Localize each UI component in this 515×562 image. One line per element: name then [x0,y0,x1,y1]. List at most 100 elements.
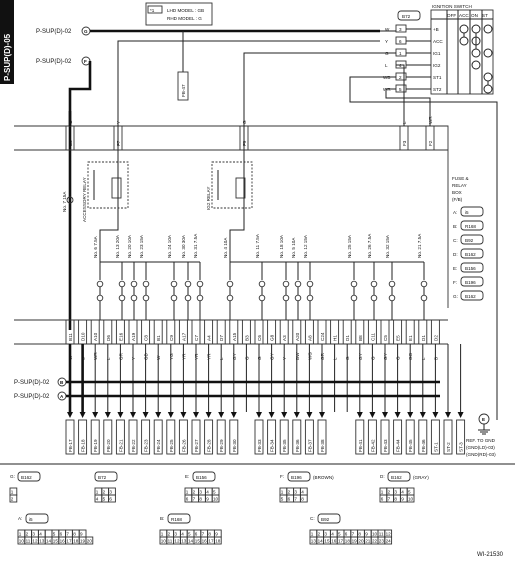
conn-5-pin: 7 [66,532,69,537]
fuse-conn-box-5 [460,276,484,287]
dest-box-6 [141,419,151,455]
conn-7-pin: 23 [379,539,385,544]
fuse-label-8: No. 11 7.5A [255,233,260,258]
ig-pin-5: 5 [399,87,402,92]
bottom-pin-23: B8 [358,335,363,341]
conn-5-pin: 13 [39,539,45,544]
conn-7-pin: 7 [352,532,355,537]
fuse-label-7: No. 4 10A [223,237,228,258]
conn-7-pin: 19 [352,539,358,544]
conn-7-pin: 20 [358,539,364,544]
conn-1-pin: 2 [103,490,106,495]
conn-name-5: i5 [29,517,33,522]
conn-1-pin: 3 [109,490,112,495]
conn-2-pin: 5 [213,490,216,495]
conn-5-pin: 8 [73,532,76,537]
dest-10: FB-27 [194,439,199,452]
conn-2-pin: 1 [186,490,189,495]
conn-6-pin: 13 [181,539,187,544]
bottom-pin-18: A20 [295,332,300,341]
conn-5-pin: 14 [46,539,52,544]
ref-gnd-3: (GND(RD)-03) [466,452,496,457]
conn-5-pin: 3 [32,532,35,537]
dest-13: FB-30 [232,439,237,452]
conn-4-pin: 2 [388,490,391,495]
ig-pin-2: 1 [399,51,402,56]
conn-name-box-0 [17,471,41,482]
main-fuse-label: No. 7 15A [62,191,67,212]
dest-box-26 [393,419,403,455]
conn-5-pin: 18 [73,539,79,544]
dest-8: FB-25 [169,439,174,452]
fuse-conn-key-4: E: [453,266,457,271]
dest-3: FB-20 [106,439,111,452]
fuse-label-11: No. 12 15A [303,234,308,258]
dest-16: FB-34 [270,439,275,452]
conn-title-3: F: [280,474,284,479]
conn-title-6: B: [160,516,164,521]
dest-0: FB-17 [68,439,73,452]
conn-5-pin: 20 [87,539,93,544]
fuse-5 [184,280,192,288]
dest-box-23 [355,419,365,455]
conn-5-pin: 15 [53,539,59,544]
dest-7: FB-24 [156,439,161,452]
conn-7-pin: 10 [372,532,378,537]
dest-box-4 [115,419,125,455]
conn-7-pin: 24 [386,539,392,544]
dest-box-18 [292,419,302,455]
fuse-6 [196,280,204,288]
fuse-conn-box-1 [460,220,484,231]
dest-box-25 [380,419,390,455]
conn-7-pin: 6 [345,532,348,537]
conn-6-pin: 9 [215,532,218,537]
ig2-relay-box [211,161,253,209]
conn-5-pin: 9 [80,532,83,537]
conn-3-pin: 7 [294,497,297,502]
conn-4-pin: 9 [401,497,404,502]
conn-7-pin: 14 [318,539,324,544]
fuse-2 [130,280,138,288]
bottom-pin-28: D1 [421,335,426,341]
fuse-conn-key-0: A: [453,210,457,215]
bottom-pin-4: E16 [118,332,123,341]
dest-4: FB-21 [118,439,123,452]
dest-25: FB-43 [383,439,388,452]
ignition-connector: B72 [402,14,411,19]
fuse-conn-name-3: B162 [465,252,476,257]
conn-5-pin: 10 [19,539,25,544]
accessory-relay-box [87,161,129,209]
ignition-title: IGNITION SWITCH [432,4,472,9]
bottom-pin-9: A17 [181,332,186,341]
conn-0-pin: 1 [11,490,14,495]
model-note-line-1: LHD MODEL : GB [167,8,204,13]
ig-term-2: IG1 [433,51,441,56]
conn-7-pin: 1 [311,532,314,537]
conn-suffix-3: (BROWN) [313,475,334,480]
ref-gnd-2: (GND(LD)-03) [466,445,495,450]
conn-4-cell [406,494,415,503]
fuse-conn-box-3 [460,248,484,259]
dest-box-13 [229,419,239,455]
conn-5-pin: 16 [60,539,66,544]
conn-7-pin: 17 [338,539,344,544]
conn-3-pin: 1 [281,490,284,495]
bottom-pin-14: B3 [244,335,249,341]
ref-f-wire [68,61,92,330]
conn-name-box-4 [387,471,411,482]
conn-2-pin: 6 [186,497,189,502]
fuse-7 [226,280,234,288]
ig-term-0: +B [433,27,439,32]
conn-7-pin: 5 [338,532,341,537]
bottom-pin-26: E5 [396,335,401,341]
svg-text:RELAY: RELAY [452,183,467,188]
ig-wire-0: W [385,27,390,32]
conn-6-pin: 16 [202,539,208,544]
fuse-label-15: No. 21 7.5A [417,233,422,258]
bottom-pin-16: G8 [270,334,275,341]
ig-term-3: IG2 [433,63,441,68]
fuse-9 [282,280,290,288]
ig-pos-1: ACC [459,13,469,18]
fuse-label-9: No. 18 10A [279,234,284,258]
